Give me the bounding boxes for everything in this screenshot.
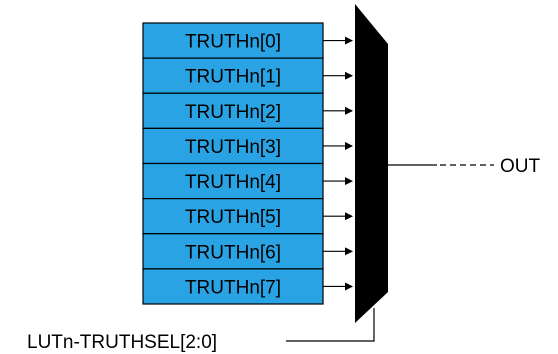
output-label: OUT [500,156,541,177]
truth-register-stack: TRUTHn[0] TRUTHn[1] TRUTHn[2] TRUTHn[3] TRUT… [142,22,324,305]
truth-register-cell [142,57,324,94]
truth-register-label: TRUTHn[6] [185,242,281,263]
truth-register-label: TRUTHn[3] [185,137,281,158]
truth-register-label: TRUTHn[2] [185,102,281,123]
multiplexer-shape [355,4,388,323]
truth-register-cell [142,268,324,305]
truth-register-label: TRUTHn[1] [185,67,281,88]
truth-register-cell [142,22,324,59]
truth-register-cell [142,198,324,235]
truth-register-cell [142,92,324,129]
truth-register-label: TRUTHn[4] [185,172,281,193]
truth-register-label: TRUTHn[0] [185,32,281,53]
select-label: LUTn-TRUTHSEL[2:0] [27,332,217,353]
truth-register-label: TRUTHn[5] [185,207,281,228]
mux-input-arrows [323,36,353,291]
select-line [286,308,375,342]
truth-register-label: TRUTHn[7] [185,277,281,298]
